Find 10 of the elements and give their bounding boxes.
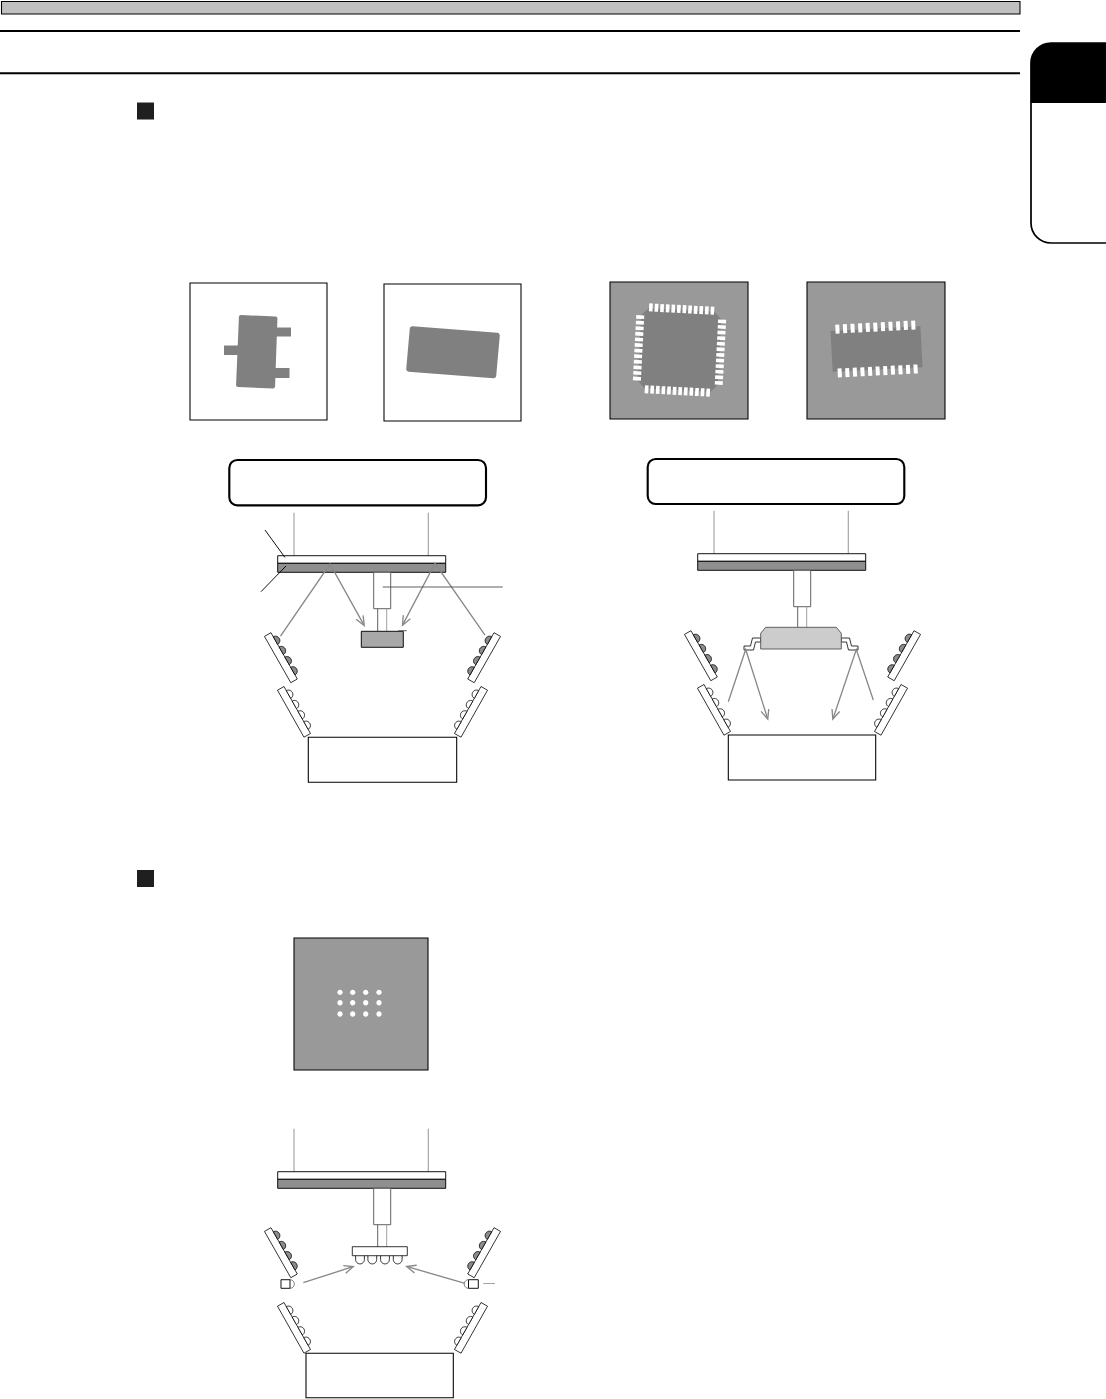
component-image bbox=[383, 283, 522, 422]
component-image bbox=[293, 937, 429, 1071]
empty-box bbox=[646, 457, 906, 506]
component-image bbox=[609, 281, 749, 420]
empty-box bbox=[727, 734, 877, 781]
component-image bbox=[189, 282, 328, 421]
empty-box bbox=[228, 458, 488, 507]
empty-box bbox=[307, 736, 458, 783]
empty-box bbox=[305, 1352, 454, 1399]
component-image bbox=[806, 281, 946, 420]
